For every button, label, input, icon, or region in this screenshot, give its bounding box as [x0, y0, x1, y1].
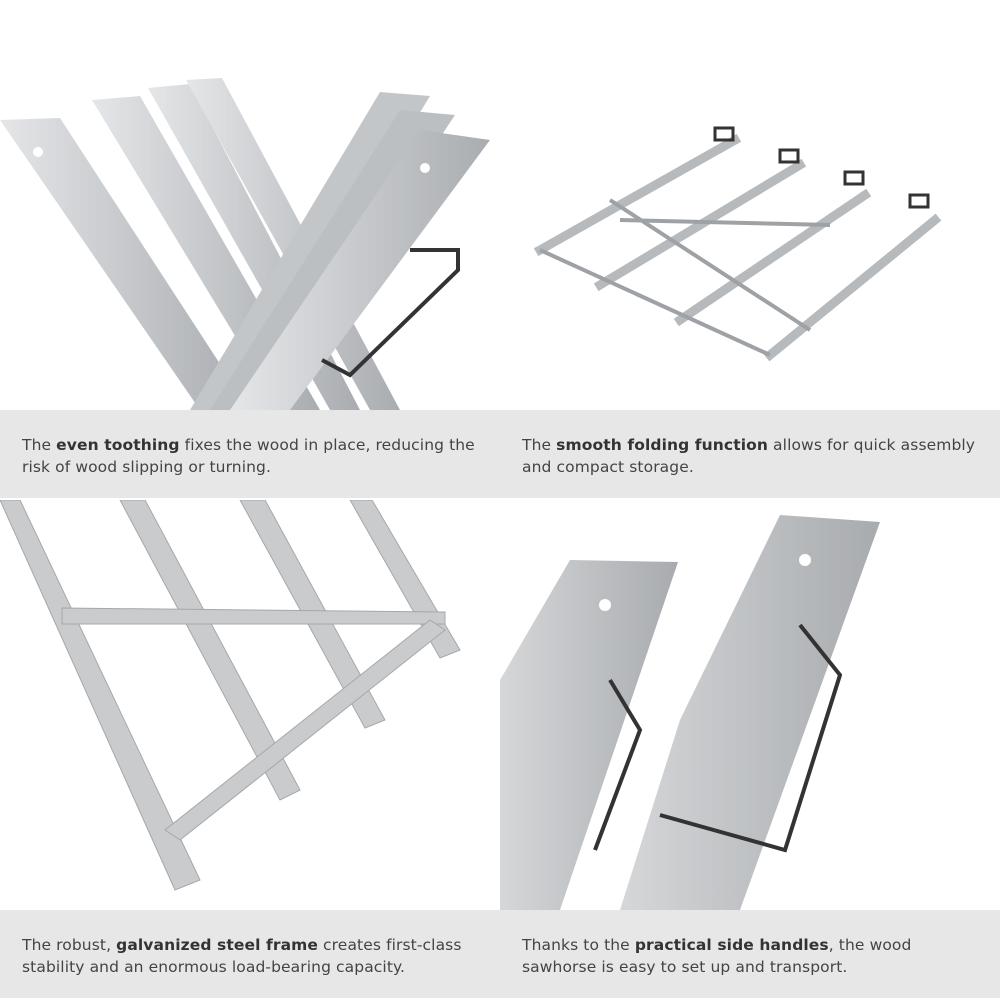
feature-caption: The even toothing fixes the wood in plac…: [0, 410, 500, 498]
feature-caption: Thanks to the practical side handles, th…: [500, 910, 1000, 998]
caption-highlight: even toothing: [56, 436, 180, 454]
caption-text: allows for quick assembly and compact st…: [522, 436, 976, 476]
side-handle-image: [500, 515, 880, 910]
caption-text: The robust,: [22, 936, 117, 954]
caption-text: The: [522, 436, 557, 454]
caption-highlight: practical side handles: [634, 936, 829, 954]
folded-sawhorse-image: [533, 126, 942, 362]
feature-caption: The smooth folding function allows for q…: [500, 410, 1000, 498]
caption-text: , the wood sawhorse is easy to set up an…: [522, 936, 912, 976]
toothed-sawhorse-image: [0, 78, 490, 410]
caption-text: fixes the wood in place, reducing the ri…: [22, 436, 475, 476]
caption-text: creates first-class stability and an eno…: [22, 936, 462, 976]
caption-highlight: smooth folding function: [556, 436, 769, 454]
caption-highlight: galvanized steel frame: [116, 936, 319, 954]
panel-handles: Thanks to the practical side handles, th…: [500, 500, 1000, 1000]
feature-caption: The robust, galvanized steel frame creat…: [0, 910, 500, 998]
caption-text: Thanks to the: [522, 936, 635, 954]
steel-frame-image: [0, 500, 461, 891]
panel-toothing: The even toothing fixes the wood in plac…: [0, 0, 500, 500]
panel-folding: The smooth folding function allows for q…: [500, 0, 1000, 500]
caption-text: The: [22, 436, 57, 454]
panel-frame: The robust, galvanized steel frame creat…: [0, 500, 500, 1000]
